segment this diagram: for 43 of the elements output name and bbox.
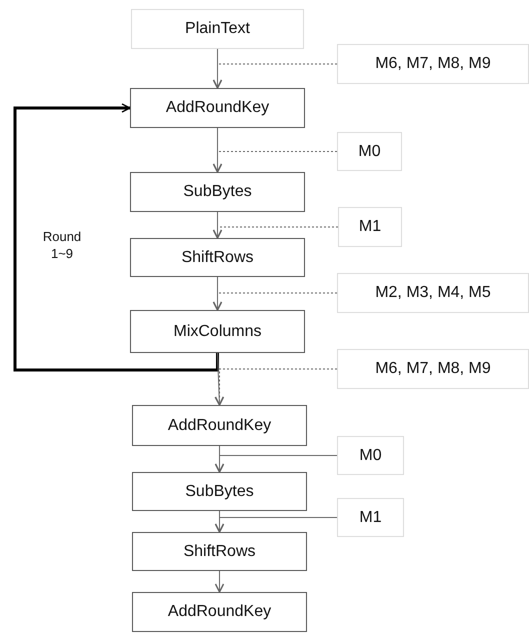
box-label: M0 [358, 142, 381, 160]
box-label: SubBytes [183, 183, 252, 201]
key-box [337, 44, 529, 84]
box-label: M1 [358, 218, 382, 236]
arrow [214, 455, 338, 473]
box-label: AddRoundKey [166, 99, 270, 117]
box-label: ShiftRows [183, 542, 256, 560]
box-label: SubBytes [185, 482, 254, 500]
box-label: M0 [359, 446, 382, 464]
key-box [337, 349, 529, 389]
dotted-arrow [214, 368, 338, 406]
process-box [130, 88, 305, 128]
dotted-arrow [212, 226, 338, 239]
input-box [131, 9, 304, 49]
loop-arrow [14, 103, 219, 372]
arrow [214, 352, 224, 406]
box-label: PlainText [185, 20, 250, 38]
process-box [132, 405, 307, 446]
process-box [130, 310, 305, 353]
key-box [337, 498, 404, 537]
process-box [130, 172, 305, 212]
box-label: M2, M3, M4, M5 [375, 284, 491, 302]
box-label: M6, M7, M8, M9 [375, 360, 491, 378]
box-label: MixColumns [173, 322, 262, 340]
key-box [337, 436, 404, 475]
box-label: M6, M7, M8, M9 [375, 55, 491, 73]
process-box [132, 592, 307, 632]
round-label: Round 1~9 [42, 228, 82, 262]
process-box [132, 532, 307, 571]
box-label: M1 [359, 508, 382, 526]
dotted-arrow [212, 64, 338, 89]
process-box [132, 472, 307, 511]
dotted-arrow [212, 151, 338, 173]
dotted-arrow [212, 292, 338, 311]
box-label: ShiftRows [181, 248, 254, 266]
process-box [130, 238, 305, 277]
key-box [337, 273, 529, 313]
box-label: AddRoundKey [168, 416, 272, 434]
key-box [337, 132, 402, 171]
box-label: AddRoundKey [168, 603, 272, 621]
arrow [214, 517, 338, 533]
arrow [214, 570, 224, 593]
key-box [338, 207, 402, 247]
